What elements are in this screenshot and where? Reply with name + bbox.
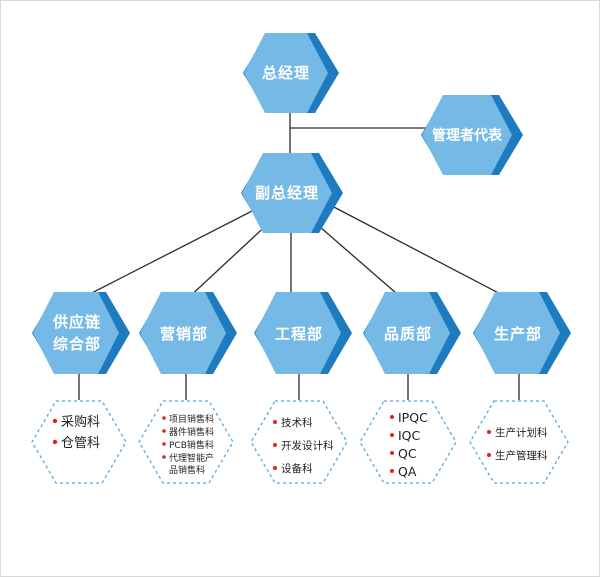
bullet <box>52 418 58 424</box>
subunit-item: 仓管科 <box>61 436 100 451</box>
node-general-manager: 总经理 <box>243 33 339 113</box>
subunit-item: 生产计划科 <box>495 426 548 439</box>
subunit-item: IQC <box>398 428 421 443</box>
bullet <box>162 429 166 433</box>
bullet <box>390 433 394 437</box>
bullet <box>273 466 277 470</box>
node-department-supply-chain: 供应链 综合部 <box>32 292 130 374</box>
subunits-production: 生产计划科 生产管理科 <box>469 400 569 484</box>
subunit-item: 技术科 <box>281 416 313 429</box>
node-department-sales: 营销部 <box>139 292 237 374</box>
node-department-quality: 品质部 <box>363 292 461 374</box>
subunit-item: 器件销售科 <box>169 426 214 438</box>
link-deputy-sales <box>185 219 273 301</box>
subunit-item: 项目销售科 <box>169 413 214 425</box>
node-deputy-general-manager: 副总经理 <box>241 153 343 233</box>
dept-production-face <box>474 292 560 374</box>
node-deputy-label: 副总经理 <box>255 184 319 202</box>
subunit-item: QA <box>398 464 417 479</box>
link-deputy-quality <box>311 219 405 301</box>
bullet <box>162 455 166 459</box>
dept-engineering-label: 工程部 <box>275 325 323 343</box>
subunits-sales-outline <box>138 400 234 484</box>
subunits-engineering: 技术科 开发设计科 设备科 <box>250 400 348 484</box>
bullet <box>162 442 166 446</box>
bullet <box>390 451 394 455</box>
subunits-supply-chain: 采购科 仓管科 <box>31 400 127 484</box>
bullet <box>390 415 394 419</box>
node-representative-face <box>422 95 512 175</box>
dept-engineering-face <box>255 292 341 374</box>
subunit-item: 采购科 <box>61 414 100 430</box>
bullet <box>273 420 277 424</box>
dept-sales-label: 营销部 <box>160 325 208 343</box>
node-representative-label: 管理者代表 <box>432 127 503 144</box>
subunits-quality: IPQC IQC QC QA <box>359 400 457 484</box>
subunit-item: PCB销售科 <box>169 439 214 451</box>
dept-quality-face <box>364 292 450 374</box>
bullet <box>487 430 491 434</box>
dept-sales-face <box>140 292 226 374</box>
subunit-item: 代理智能产 <box>169 452 214 464</box>
node-management-representative: 管理者代表 <box>421 95 523 175</box>
subunits-sales: 项目销售科 器件销售科 PCB销售科 代理智能产 品销售科 <box>138 400 234 484</box>
link-deputy-production <box>329 204 513 301</box>
link-deputy-supply <box>77 207 259 301</box>
node-general-manager-label: 总经理 <box>262 64 310 82</box>
bullet <box>52 439 58 445</box>
node-general-manager-face <box>244 33 328 113</box>
subunit-item: 设备科 <box>281 462 313 475</box>
dept-production-label: 生产部 <box>494 325 542 343</box>
bullet <box>390 469 394 473</box>
bullet <box>487 453 491 457</box>
subunit-item: 生产管理科 <box>495 449 548 462</box>
subunits-quality-outline <box>359 400 457 484</box>
node-department-production: 生产部 <box>473 292 571 374</box>
dept-quality-label: 品质部 <box>384 325 432 343</box>
dept-supply-label-line-2: 综合部 <box>53 335 101 353</box>
bullet <box>162 416 166 420</box>
subunits-production-outline <box>469 400 569 484</box>
node-deputy-face <box>242 153 332 233</box>
dept-supply-face <box>33 292 119 374</box>
subunit-item-continuation: 品销售科 <box>169 464 205 476</box>
bullet <box>273 443 277 447</box>
connectors <box>77 110 520 400</box>
subunit-item: QC <box>398 446 417 461</box>
dept-supply-label-line-1: 供应链 <box>52 313 101 331</box>
node-department-engineering: 工程部 <box>254 292 352 374</box>
subunit-item: 开发设计科 <box>281 439 334 452</box>
subunit-item: IPQC <box>398 410 428 425</box>
